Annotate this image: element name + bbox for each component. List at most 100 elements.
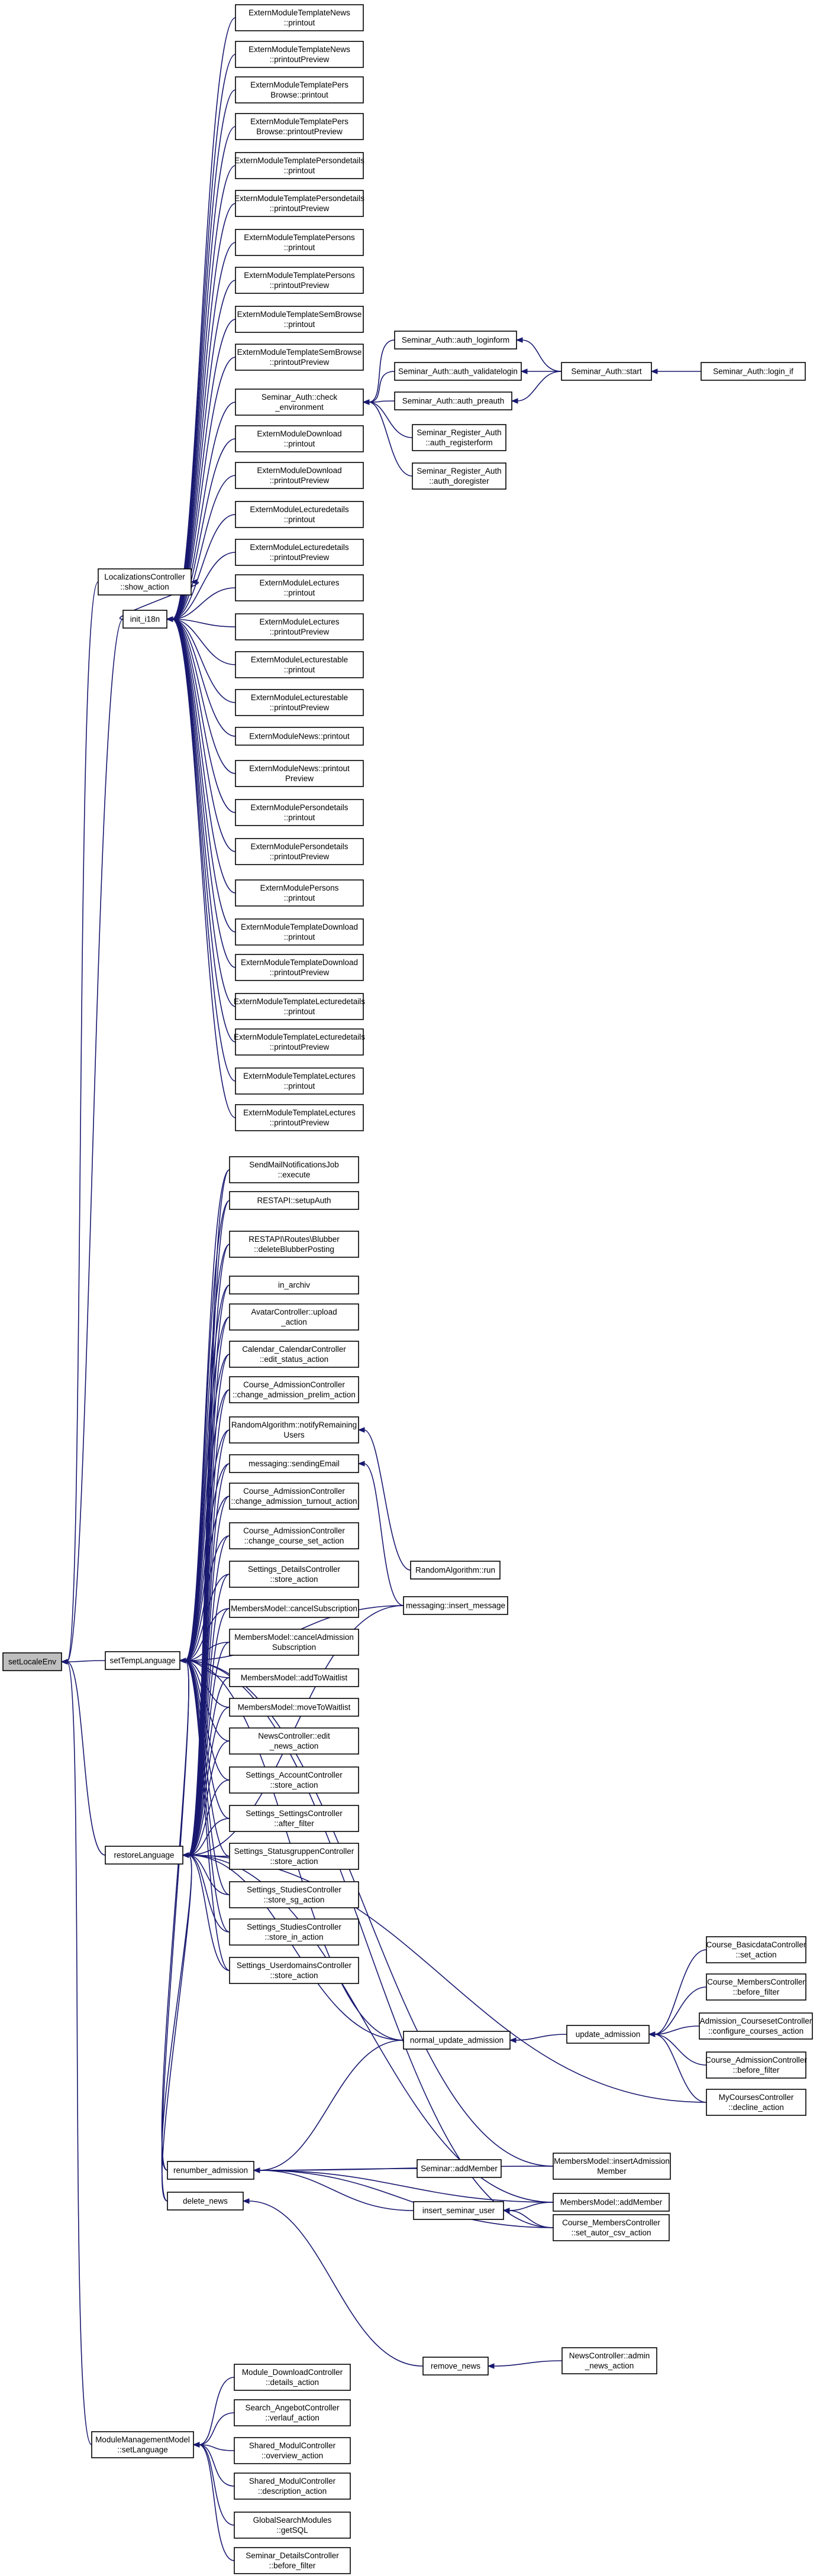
node-n29[interactable]: ExternModuleTemplateLectures::printout xyxy=(235,1067,364,1095)
node-n27[interactable]: ExternModuleTemplateLecturedetails::prin… xyxy=(234,993,365,1020)
node-m18[interactable]: Settings_AccountController::store_action xyxy=(229,1766,359,1794)
node-n24[interactable]: ExternModulePersons::printout xyxy=(235,879,364,907)
node-sa_login[interactable]: Seminar_Auth::auth_loginform xyxy=(394,331,517,349)
node-n20[interactable]: ExternModuleNews::printout xyxy=(235,727,364,746)
node-n12[interactable]: ExternModuleDownload::printout xyxy=(235,425,364,452)
node-stl[interactable]: setTempLanguage xyxy=(105,1651,180,1670)
node-b6[interactable]: Seminar_DetailsController::before_filter xyxy=(234,2547,351,2574)
node-mcd[interactable]: MyCoursesController::decline_action xyxy=(706,2089,806,2116)
node-cmc_csv[interactable]: Course_MembersController::set_autor_csv_… xyxy=(553,2214,670,2241)
node-cbd[interactable]: Course_BasicdataController::set_action xyxy=(706,1936,806,1963)
node-n6[interactable]: ExternModuleTemplatePersondetails::print… xyxy=(234,190,364,217)
node-m10[interactable]: Course_AdmissionController::change_admis… xyxy=(229,1483,359,1510)
node-m12[interactable]: Settings_DetailsController::store_action xyxy=(229,1561,359,1588)
node-n30[interactable]: ExternModuleTemplateLectures::printoutPr… xyxy=(235,1104,364,1131)
node-sa_pre[interactable]: Seminar_Auth::auth_preauth xyxy=(394,391,512,410)
node-n15[interactable]: ExternModuleLecturedetails::printoutPrev… xyxy=(235,539,364,566)
node-loc[interactable]: LocalizationsController::show_action xyxy=(98,568,192,596)
node-m11[interactable]: Course_AdmissionController::change_cours… xyxy=(229,1522,359,1549)
node-label: ::change_admission_prelim_action xyxy=(233,1390,356,1399)
node-sa_if[interactable]: Seminar_Auth::login_if xyxy=(701,362,806,381)
node-m2[interactable]: RESTAPI::setupAuth xyxy=(229,1191,359,1210)
node-label: ::decline_action xyxy=(728,2103,784,2112)
node-b4[interactable]: Shared_ModulController::description_acti… xyxy=(234,2473,351,2500)
node-n25[interactable]: ExternModuleTemplateDownload::printout xyxy=(235,918,364,946)
node-n2[interactable]: ExternModuleTemplateNews::printoutPrevie… xyxy=(235,41,364,68)
node-m6[interactable]: Calendar_CalendarController::edit_status… xyxy=(229,1341,359,1368)
node-n5[interactable]: ExternModuleTemplatePersondetails::print… xyxy=(234,152,364,179)
node-sa_start[interactable]: Seminar_Auth::start xyxy=(561,362,652,381)
node-nua[interactable]: normal_update_admission xyxy=(403,2031,511,2050)
node-n28[interactable]: ExternModuleTemplateLecturedetails::prin… xyxy=(234,1028,365,1056)
node-n11[interactable]: Seminar_Auth::check_environment xyxy=(235,389,364,416)
node-upd_adm[interactable]: update_admission xyxy=(566,2025,650,2044)
node-n1[interactable]: ExternModuleTemplateNews::printout xyxy=(235,4,364,31)
node-n17[interactable]: ExternModuleLectures::printoutPreview xyxy=(235,613,364,640)
node-m13[interactable]: MembersModel::cancelSubscription xyxy=(229,1599,359,1618)
node-mm_add[interactable]: MembersModel::addMember xyxy=(553,2193,670,2212)
node-label: ::change_admission_turnout_action xyxy=(231,1497,357,1506)
node-msg_ins[interactable]: messaging::insert_message xyxy=(403,1596,508,1615)
node-sem_add[interactable]: Seminar::addMember xyxy=(417,2159,502,2178)
node-n4[interactable]: ExternModuleTemplatePersBrowse::printout… xyxy=(235,113,364,140)
arrowhead-rem_news-to-delnews xyxy=(242,2198,250,2204)
node-acc[interactable]: Admission_CoursesetController::configure… xyxy=(699,2012,813,2040)
node-n23[interactable]: ExternModulePersondetails::printoutPrevi… xyxy=(235,838,364,865)
node-m5[interactable]: AvatarController::upload_action xyxy=(229,1303,359,1331)
node-rem_news[interactable]: remove_news xyxy=(422,2357,489,2376)
node-m17[interactable]: NewsController::edit_news_action xyxy=(229,1727,359,1755)
node-init[interactable]: init_i18n xyxy=(122,610,167,629)
node-m1[interactable]: SendMailNotificationsJob::execute xyxy=(229,1156,359,1183)
node-m15[interactable]: MembersModel::addToWaitlist xyxy=(229,1668,359,1687)
edge-n20-to-init xyxy=(172,619,236,737)
node-delnews[interactable]: delete_news xyxy=(167,2192,244,2211)
node-box xyxy=(235,76,364,103)
node-rl[interactable]: restoreLanguage xyxy=(105,1846,183,1865)
node-b3[interactable]: Shared_ModulController::overview_action xyxy=(234,2437,351,2464)
node-b5[interactable]: GlobalSearchModules::getSQL xyxy=(234,2512,351,2539)
node-sa_valid[interactable]: Seminar_Auth::auth_validatelogin xyxy=(394,362,522,381)
node-n13[interactable]: ExternModuleDownload::printoutPreview xyxy=(235,462,364,489)
node-cmb[interactable]: Course_MembersController::before_filter xyxy=(706,1973,806,2001)
node-m4[interactable]: in_archiv xyxy=(229,1276,359,1295)
node-root[interactable]: setLocaleEnv xyxy=(2,1652,62,1671)
node-m20[interactable]: Settings_StatusgruppenController::store_… xyxy=(229,1843,359,1870)
node-mmm[interactable]: ModuleManagementModel::setLanguage xyxy=(91,2431,194,2458)
node-n14[interactable]: ExternModuleLecturedetails::printout xyxy=(235,501,364,528)
node-label: ::printout xyxy=(284,588,315,597)
node-n22[interactable]: ExternModulePersondetails::printout xyxy=(235,799,364,826)
node-b1[interactable]: Module_DownloadController::details_actio… xyxy=(234,2364,351,2391)
node-m9[interactable]: messaging::sendingEmail xyxy=(229,1454,359,1473)
node-ra_run[interactable]: RandomAlgorithm::run xyxy=(410,1561,501,1580)
node-m22[interactable]: Settings_StudiesController::store_in_act… xyxy=(229,1918,359,1946)
node-box xyxy=(229,1599,359,1618)
node-n26[interactable]: ExternModuleTemplateDownload::printoutPr… xyxy=(235,954,364,981)
node-b2[interactable]: Search_AngebotController::verlauf_action xyxy=(234,2399,351,2426)
node-sra_reg[interactable]: Seminar_Register_Auth::auth_registerform xyxy=(412,424,506,451)
node-label: ExternModulePersondetails xyxy=(250,842,348,851)
node-m19[interactable]: Settings_SettingsController::after_filte… xyxy=(229,1805,359,1832)
node-n18[interactable]: ExternModuleLecturestable::printout xyxy=(235,651,364,678)
node-n9[interactable]: ExternModuleTemplateSemBrowse::printout xyxy=(235,306,364,333)
node-label: Settings_StatusgruppenController xyxy=(234,1847,354,1856)
node-n16[interactable]: ExternModuleLectures::printout xyxy=(235,574,364,601)
node-n7[interactable]: ExternModuleTemplatePersons::printout xyxy=(235,229,364,256)
node-m14[interactable]: MembersModel::cancelAdmissionSubscriptio… xyxy=(229,1629,359,1656)
node-m21[interactable]: Settings_StudiesController::store_sg_act… xyxy=(229,1881,359,1908)
node-m3[interactable]: RESTAPI\Routes\Blubber::deleteBlubberPos… xyxy=(229,1231,359,1258)
node-nc_admin[interactable]: NewsController::admin_news_action xyxy=(561,2347,657,2374)
node-renum[interactable]: renumber_admission xyxy=(167,2161,254,2180)
node-cab[interactable]: Course_AdmissionController::before_filte… xyxy=(705,2051,807,2079)
node-n21[interactable]: ExternModuleNews::printoutPreview xyxy=(235,760,364,787)
node-n19[interactable]: ExternModuleLecturestable::printoutPrevi… xyxy=(235,689,364,716)
node-n10[interactable]: ExternModuleTemplateSemBrowse::printoutP… xyxy=(235,344,364,371)
node-m23[interactable]: Settings_UserdomainsController::store_ac… xyxy=(229,1957,359,1984)
node-n8[interactable]: ExternModuleTemplatePersons::printoutPre… xyxy=(235,267,364,294)
node-sra_doreg[interactable]: Seminar_Register_Auth::auth_doregister xyxy=(412,462,506,490)
node-ins_su[interactable]: insert_seminar_user xyxy=(413,2201,504,2220)
node-m7[interactable]: Course_AdmissionController::change_admis… xyxy=(229,1376,359,1403)
node-m16[interactable]: MembersModel::moveToWaitlist xyxy=(229,1698,359,1717)
